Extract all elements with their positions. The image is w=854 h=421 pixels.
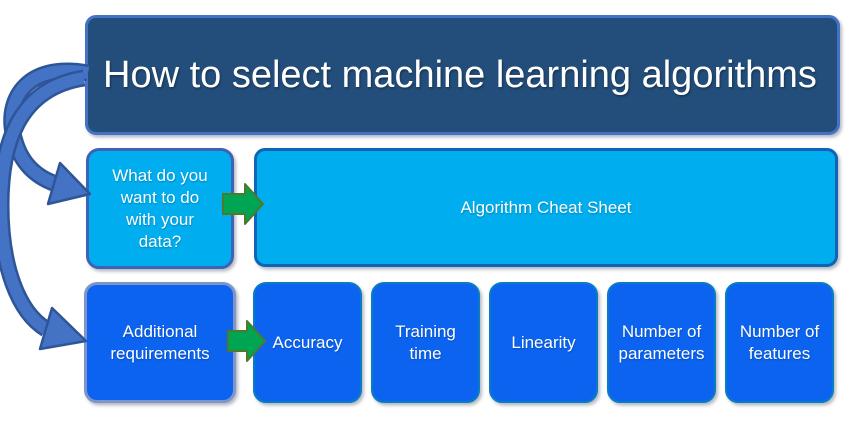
criteria-label-number-of-features: Number of features [739,321,820,363]
curved-arrow-to-question-icon [3,62,92,206]
criteria-label-number-of-parameters: Number of parameters [618,321,705,363]
criteria-label-linearity: Linearity [511,332,576,352]
requirements-box-label: Additional requirements [110,321,210,363]
criteria-label-training-time: Training time [395,321,456,363]
criteria-box-training-time: Training time [371,282,480,403]
criteria-box-accuracy: Accuracy [253,282,362,403]
title-box: How to select machine learning algorithm… [85,15,840,135]
criteria-box-number-of-parameters: Number of parameters [607,282,716,403]
criteria-label-accuracy: Accuracy [272,332,343,352]
cheatsheet-box: Algorithm Cheat Sheet [254,148,838,267]
criteria-box-linearity: Linearity [489,282,598,403]
cheatsheet-box-label: Algorithm Cheat Sheet [460,197,632,217]
question-box: What do you want to do with your data? [86,148,234,269]
title-text: How to select machine learning algorithm… [103,53,817,96]
question-box-label: What do you want to do with your data? [112,165,208,251]
criteria-box-number-of-features: Number of features [725,282,834,403]
requirements-box: Additional requirements [84,282,236,403]
curved-arrow-to-requirements-icon [0,69,88,351]
